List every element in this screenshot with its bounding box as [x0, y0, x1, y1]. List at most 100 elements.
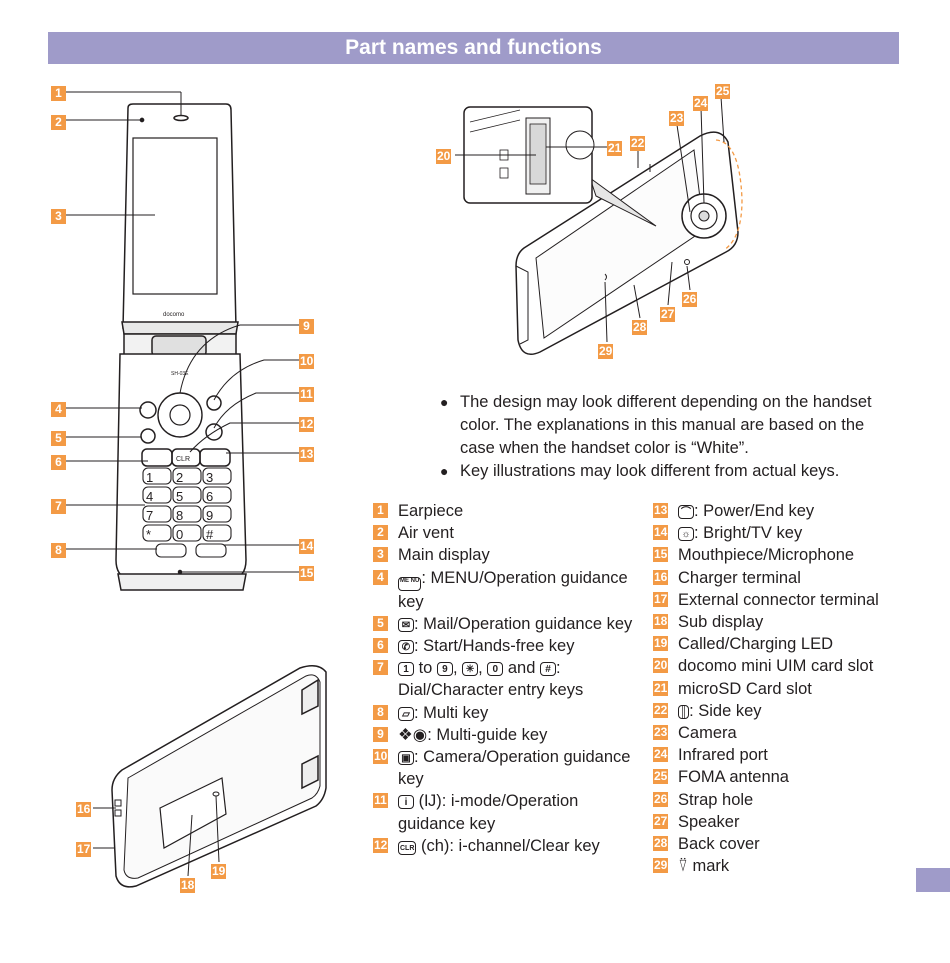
callout-23: 23	[669, 111, 685, 126]
callout-17: 17	[76, 842, 92, 857]
open-phone-leaders	[66, 91, 300, 573]
callout-9: 9	[299, 317, 314, 335]
notes-section: The design may look different depending …	[440, 391, 890, 483]
callout-24: 24	[693, 96, 709, 111]
callout-21: 21	[607, 141, 623, 156]
svg-text:6: 6	[206, 489, 213, 504]
chapter-tab	[916, 868, 950, 892]
callout-16: 16	[76, 802, 92, 817]
svg-text:1: 1	[146, 470, 153, 485]
menu-key-icon: ME NU	[398, 576, 422, 591]
list-item: 13⌒: Power/End key	[653, 502, 815, 520]
svg-text:4: 4	[146, 489, 153, 504]
multi-key-icon: ▱	[398, 706, 414, 721]
key-asterisk-icon: ✳	[462, 662, 479, 677]
callout-7: 7	[51, 497, 66, 515]
closed-phone-illustration	[111, 665, 327, 888]
callout-2: 2	[51, 113, 66, 131]
callout-4: 4	[51, 400, 66, 418]
callout-8: 8	[51, 541, 66, 559]
side-key-icon: ║	[678, 704, 690, 719]
closed-phone-leaders	[93, 795, 220, 877]
back-phone-leaders	[455, 96, 725, 343]
svg-text:#: #	[206, 527, 214, 542]
camera-key-icon: ▣	[398, 751, 414, 766]
felica-mark-icon: ⍢	[678, 857, 688, 876]
key-hash-icon: #	[539, 662, 556, 677]
note-item: The design may look different depending …	[440, 391, 890, 460]
callout-26: 26	[682, 292, 698, 307]
callout-12: 12	[299, 417, 315, 432]
callout-14: 14	[299, 539, 315, 554]
list-item: 10▣: Camera/Operation guidance key	[373, 748, 631, 789]
key-0-icon: 0	[487, 662, 504, 677]
page-title: Part names and functions	[48, 32, 899, 64]
callout-20: 20	[436, 149, 452, 164]
list-item: 9❖◉: Multi-guide key	[373, 724, 635, 746]
list-item: 29⍢ mark	[653, 857, 730, 876]
svg-text:5: 5	[176, 489, 183, 504]
list-item: 5✉: Mail/Operation guidance key	[373, 613, 635, 635]
svg-text:*: *	[146, 527, 151, 542]
callout-15: 15	[299, 566, 315, 581]
open-phone-illustration: 1 2 3 4 5 6 7 8 9 * 0 #	[115, 103, 247, 591]
clr-key-icon: CLR	[398, 840, 417, 855]
note-item: Key illustrations may look different fro…	[440, 460, 890, 483]
callout-27: 27	[660, 307, 676, 322]
svg-text:7: 7	[146, 508, 153, 523]
slot-detail-inset	[463, 106, 657, 227]
callout-22: 22	[630, 136, 646, 151]
back-phone-illustration	[515, 131, 743, 355]
key-1-icon: 1	[398, 662, 414, 677]
callout-10: 10	[299, 354, 315, 369]
list-item: 22║: Side key	[653, 701, 762, 720]
multi-guide-key-icon: ❖◉	[398, 725, 428, 744]
key-9-icon: 9	[436, 662, 453, 677]
svg-text:2: 2	[176, 470, 183, 485]
mail-key-icon: ✉	[398, 617, 414, 632]
power-end-key-icon: ⌒	[678, 505, 694, 519]
callout-18: 18	[180, 878, 196, 893]
callout-1: 1	[51, 84, 66, 102]
callout-11: 11	[299, 387, 314, 402]
start-key-icon: ✆	[398, 640, 414, 655]
svg-text:9: 9	[206, 508, 213, 523]
phone-brand-label: docomo	[163, 312, 185, 318]
list-item: 8▱: Multi key	[373, 702, 635, 724]
phone-model-label: SH-03E	[171, 371, 189, 377]
callout-25: 25	[715, 84, 731, 99]
svg-text:8: 8	[176, 508, 183, 523]
callout-13: 13	[299, 447, 315, 462]
phone-clr-label: CLR	[176, 456, 190, 463]
callout-5: 5	[51, 429, 66, 447]
list-item: 14☼: Bright/TV key	[653, 524, 803, 543]
callout-6: 6	[51, 453, 66, 471]
callout-19: 19	[211, 864, 227, 879]
svg-text:0: 0	[176, 527, 183, 542]
svg-text:3: 3	[206, 470, 213, 485]
list-item: 6✆: Start/Hands-free key	[373, 635, 635, 657]
parts-list-right: 13⌒: Power/End key 14☼: Bright/TV key 15…	[653, 500, 913, 877]
callout-29: 29	[598, 344, 614, 359]
